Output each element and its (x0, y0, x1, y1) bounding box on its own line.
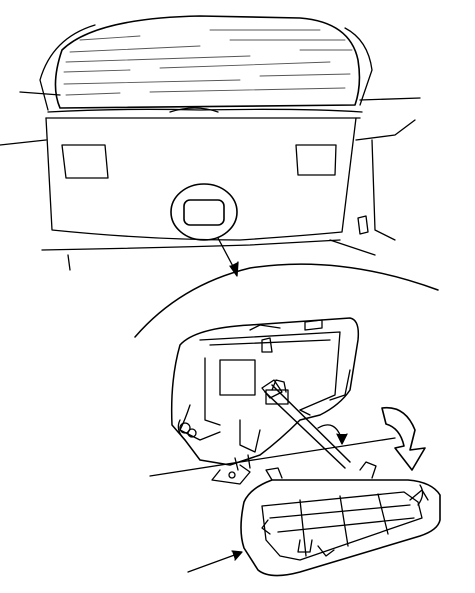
reference-line (149, 437, 396, 477)
latch-mechanism (170, 317, 360, 485)
screwdriver-tool (261, 379, 351, 469)
callout-circle (134, 263, 439, 338)
detail-leader-arrow (217, 237, 239, 277)
tailgate-interior-panel (0, 91, 421, 271)
trim-cover-panel (240, 461, 441, 577)
access-hole-cover (170, 183, 238, 241)
tailgate-rear-window (39, 15, 373, 111)
removal-direction-arrow (381, 406, 426, 471)
trim-pointer-arrow (187, 550, 243, 573)
